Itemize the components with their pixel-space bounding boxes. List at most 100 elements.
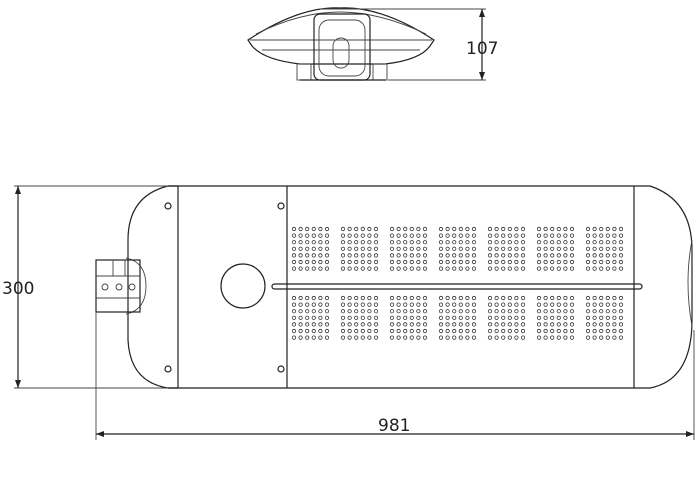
led-dot <box>550 302 555 307</box>
led-dot <box>373 309 379 314</box>
led-dot <box>618 322 624 327</box>
led-dot <box>422 240 428 245</box>
led-dot <box>452 309 457 314</box>
led-dot <box>520 315 526 320</box>
led-dot <box>445 226 450 232</box>
led-dot <box>409 259 414 265</box>
front-view <box>95 185 693 389</box>
led-dot <box>305 315 310 320</box>
led-dot <box>367 266 372 271</box>
led-dot <box>465 335 470 340</box>
led-dot <box>612 233 617 238</box>
led-dot <box>347 266 352 271</box>
led-dot <box>458 226 463 232</box>
led-dot <box>403 266 408 271</box>
led-dot <box>536 322 542 327</box>
led-dot <box>618 240 624 245</box>
led-dot <box>501 328 506 334</box>
led-dot <box>569 335 575 340</box>
led-dot <box>311 253 316 258</box>
led-dot <box>452 315 457 320</box>
led-dot <box>563 309 568 314</box>
led-dot <box>550 259 555 265</box>
led-dot <box>311 233 316 238</box>
led-dot <box>569 322 575 327</box>
led-dot <box>445 240 450 245</box>
led-dot <box>458 253 463 258</box>
led-dot <box>305 253 310 258</box>
led-dot <box>556 226 561 232</box>
led-dot <box>599 259 604 265</box>
led-dot <box>592 259 597 265</box>
led-dot <box>438 233 444 238</box>
led-dot <box>422 295 428 301</box>
led-dot <box>360 322 365 327</box>
led-dot <box>569 253 575 258</box>
led-dot <box>318 233 323 238</box>
led-dot <box>389 328 395 334</box>
led-dot <box>471 233 477 238</box>
led-dot <box>347 322 352 327</box>
led-dot <box>291 315 297 320</box>
led-dot <box>520 233 526 238</box>
led-dot <box>354 233 359 238</box>
led-dot <box>438 253 444 258</box>
led-dot <box>465 266 470 271</box>
led-dot <box>520 240 526 245</box>
led-dot <box>422 233 428 238</box>
led-dot <box>347 335 352 340</box>
led-dot <box>367 259 372 265</box>
led-dot <box>354 302 359 307</box>
led-dot <box>438 315 444 320</box>
led-dot <box>416 315 421 320</box>
led-dot <box>396 259 401 265</box>
led-dot <box>507 259 512 265</box>
led-dot <box>305 322 310 327</box>
led-dot <box>605 322 610 327</box>
led-dot <box>569 259 575 265</box>
led-dot <box>403 240 408 245</box>
led-dot <box>291 302 297 307</box>
led-dot <box>550 226 555 232</box>
led-dot <box>367 226 372 232</box>
led-dot <box>324 322 330 327</box>
led-dot <box>291 322 297 327</box>
led-dot <box>291 266 297 271</box>
led-dot <box>360 295 365 301</box>
led-dot <box>360 233 365 238</box>
led-dot <box>367 309 372 314</box>
led-dot <box>599 240 604 245</box>
led-dot <box>514 226 519 232</box>
led-dot <box>612 253 617 258</box>
led-dot <box>585 295 591 301</box>
led-dot <box>543 302 548 307</box>
led-dot <box>605 253 610 258</box>
led-dot <box>569 266 575 271</box>
led-dot <box>501 335 506 340</box>
led-dot <box>543 253 548 258</box>
led-dot <box>354 295 359 301</box>
led-dot <box>563 315 568 320</box>
led-dot <box>520 259 526 265</box>
led-dot <box>520 322 526 327</box>
led-dot <box>487 335 493 340</box>
led-dot <box>318 335 323 340</box>
led-dot <box>445 295 450 301</box>
led-dot <box>612 226 617 232</box>
led-dot <box>612 266 617 271</box>
led-dot <box>305 335 310 340</box>
led-dot <box>367 233 372 238</box>
led-dot <box>347 295 352 301</box>
led-dot <box>396 315 401 320</box>
led-dot <box>340 302 346 307</box>
led-dot <box>556 240 561 245</box>
led-dot <box>438 328 444 334</box>
dimension-overall-length: 981 <box>95 312 695 440</box>
screw-icon <box>164 365 172 373</box>
led-dot <box>618 302 624 307</box>
led-dot <box>291 253 297 258</box>
led-dot <box>422 253 428 258</box>
led-dot <box>585 335 591 340</box>
led-dot <box>520 309 526 314</box>
led-dot <box>416 266 421 271</box>
